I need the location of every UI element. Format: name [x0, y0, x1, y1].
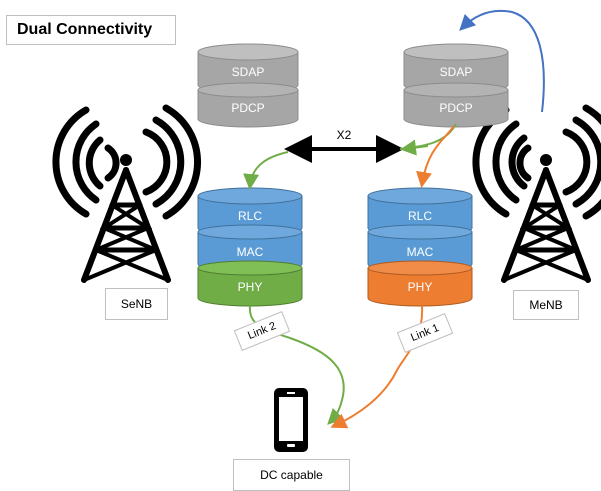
senb-sdap-label: SDAP: [232, 65, 265, 79]
split-arrow-to-menb: [416, 125, 455, 188]
senb-mac-label: MAC: [237, 245, 264, 259]
menb-upper-stack: SDAP PDCP: [403, 43, 509, 128]
menb-rlc-label: RLC: [408, 209, 432, 223]
ue-label: DC capable: [233, 459, 350, 491]
senb-lower-stack: RLC MAC PHY: [197, 187, 303, 307]
split-arrow-to-senb: [250, 123, 457, 186]
senb-upper-stack: SDAP PDCP: [197, 43, 299, 128]
senb-phy-label: PHY: [238, 280, 263, 294]
senb-rlc-label: RLC: [238, 209, 262, 223]
menb-pdcp-label: PDCP: [439, 101, 472, 115]
senb-sdap-layer: SDAP: [197, 43, 299, 94]
upper-feedback-arrow: [459, 9, 545, 113]
senb-tower-icon: [52, 104, 202, 283]
senb-pdcp-label: PDCP: [231, 101, 264, 115]
menb-phy-layer: PHY: [367, 260, 473, 307]
phone-icon: [274, 388, 308, 452]
menb-sdap-layer: SDAP: [403, 43, 509, 94]
menb-sdap-label: SDAP: [440, 65, 473, 79]
x2-interface-arrow: X2: [284, 128, 404, 163]
x2-label: X2: [337, 128, 352, 142]
senb-label: SeNB: [105, 288, 168, 320]
senb-phy-layer: PHY: [197, 260, 303, 307]
menb-tower-icon: [472, 104, 601, 283]
senb-pdcp-layer: PDCP: [197, 82, 299, 128]
menb-phy-label: PHY: [408, 280, 433, 294]
menb-mac-label: MAC: [407, 245, 434, 259]
link-1-path: [330, 305, 424, 429]
menb-label: MeNB: [513, 290, 579, 320]
diagram-title: Dual Connectivity: [6, 15, 176, 45]
menb-pdcp-layer: PDCP: [403, 82, 509, 128]
menb-lower-stack: RLC MAC PHY: [367, 187, 473, 307]
split-arrow-head-x2: [400, 139, 429, 156]
